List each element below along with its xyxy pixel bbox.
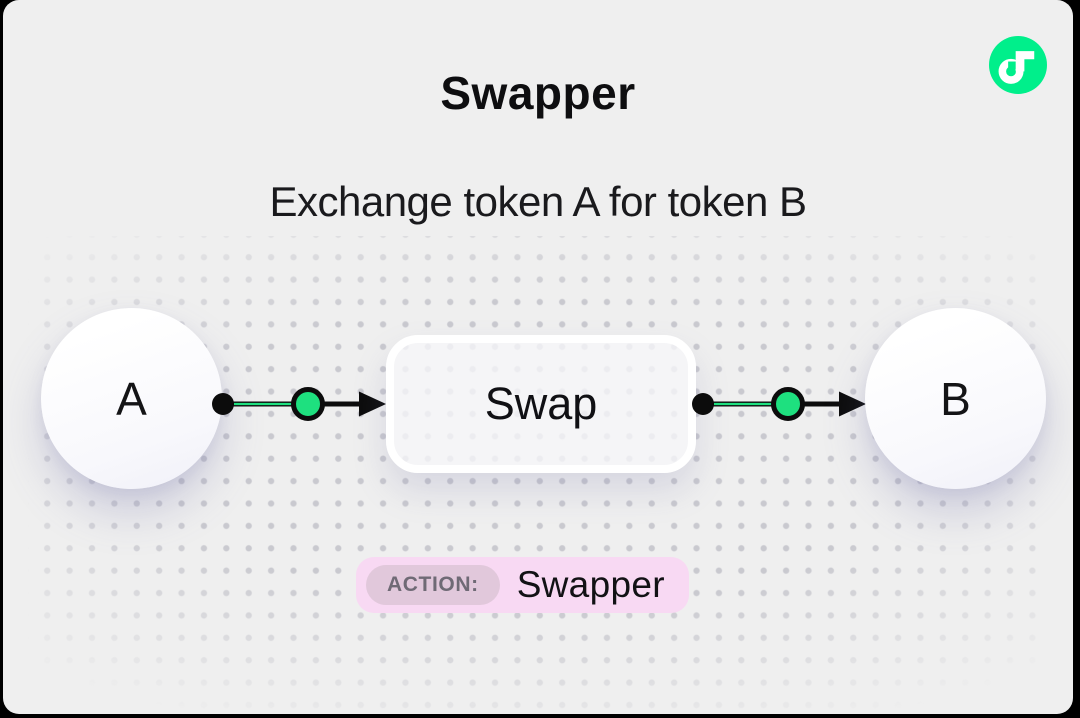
edge-a-to-swap — [212, 387, 386, 421]
dot-grid-background — [28, 236, 1048, 710]
page-title: Swapper — [440, 67, 636, 119]
swap-node: Swap — [386, 335, 696, 473]
action-badge: ACTION: Swapper — [356, 557, 689, 613]
green-connector-dot — [771, 387, 805, 421]
token-a-label: A — [116, 372, 147, 425]
edge-start-dot — [692, 393, 714, 415]
token-b-label: B — [940, 372, 971, 425]
edge-start-dot — [212, 393, 234, 415]
page-subtitle: Exchange token A for token B — [269, 178, 807, 225]
arrowhead-icon — [839, 391, 866, 417]
action-badge-label: ACTION: — [366, 565, 500, 605]
action-badge-value: Swapper — [516, 564, 665, 605]
swap-node-label: Swap — [484, 378, 598, 429]
green-connector-dot — [291, 387, 325, 421]
diagram-card: Swapper Exchange token A for token B A S… — [3, 0, 1073, 714]
edge-swap-to-b — [692, 387, 866, 421]
flow-logo-icon — [989, 36, 1047, 94]
token-a-node: A — [41, 308, 222, 489]
arrowhead-icon — [359, 391, 386, 417]
token-b-node: B — [865, 308, 1046, 489]
